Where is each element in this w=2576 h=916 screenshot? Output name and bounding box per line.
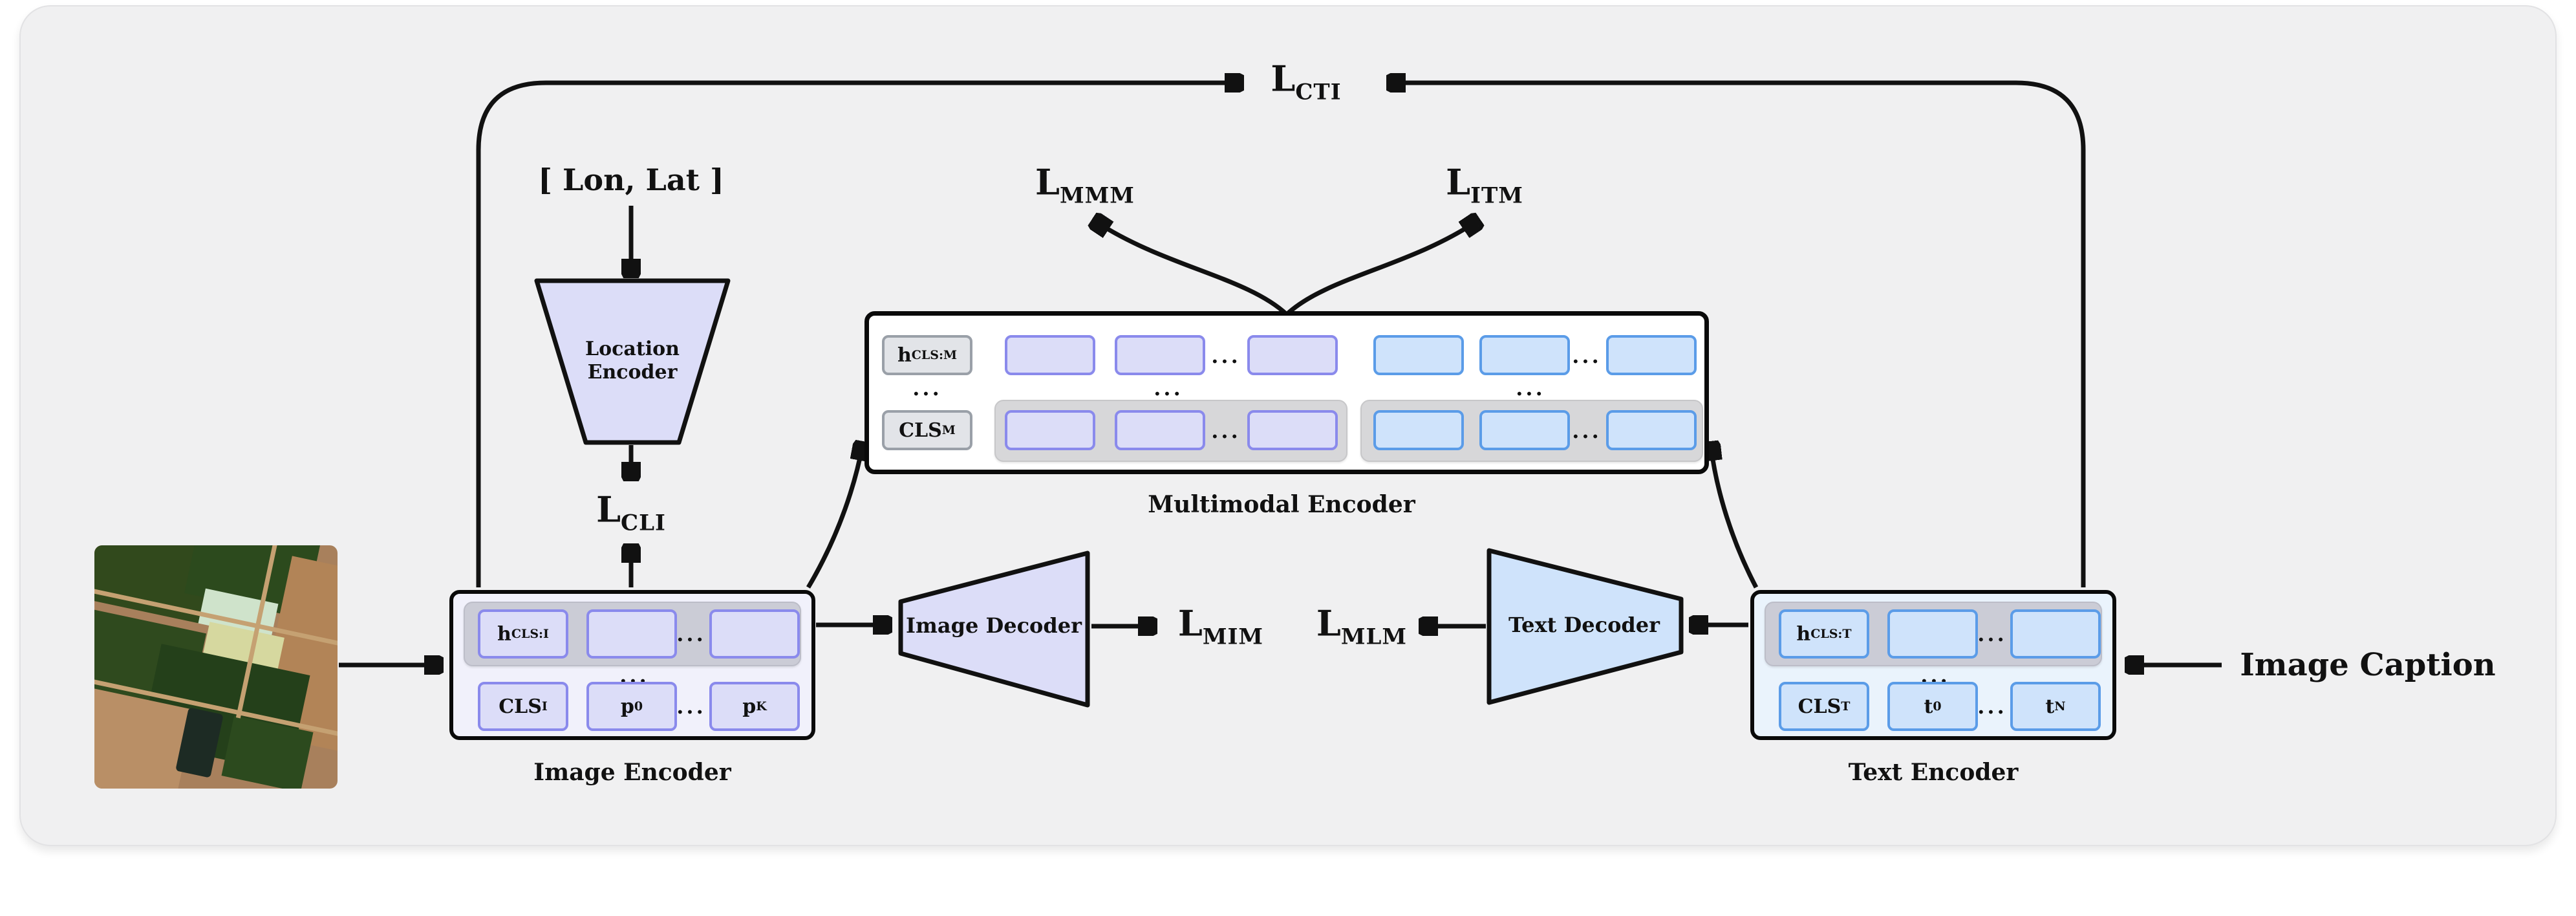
- arrow-multimodal-to-litm: [1285, 221, 1477, 316]
- arrow-textencoder-to-multimodal: [1711, 445, 1759, 589]
- ellipsis: ...: [912, 376, 942, 400]
- text-token: [1479, 410, 1570, 450]
- text-token: [1373, 410, 1464, 450]
- multimodal-encoder-label: Multimodal Encoder: [1148, 491, 1415, 518]
- loss-cti: LCTI: [1271, 58, 1342, 105]
- image-encoder-label: Image Encoder: [533, 759, 731, 786]
- text-encoder-label: Text Encoder: [1848, 759, 2019, 786]
- text-decoder-label: Text Decoder: [1508, 612, 1660, 637]
- satellite-image: [94, 545, 338, 789]
- text-token: [1479, 335, 1570, 375]
- image-token: [1005, 410, 1095, 450]
- arrow-imageencoder-to-lcti: [476, 83, 1240, 587]
- ellipsis: ...: [1977, 694, 2007, 719]
- text-token: [2010, 609, 2101, 659]
- loss-mmm: LMMM: [1035, 161, 1135, 209]
- image-token: [1115, 410, 1205, 450]
- ellipsis: ...: [1211, 419, 1241, 443]
- image-decoder: [898, 551, 1090, 708]
- image-token: [1005, 335, 1095, 375]
- ellipsis: ...: [1516, 376, 1545, 400]
- ellipsis: ...: [676, 622, 706, 646]
- image-token: [709, 609, 800, 659]
- text-token: [1606, 410, 1697, 450]
- ellipsis: ...: [1572, 419, 1602, 443]
- text-token: [1373, 335, 1464, 375]
- location-encoder-label: Location Encoder: [585, 338, 680, 384]
- loss-cli: LCLI: [596, 488, 666, 536]
- text-token: [1606, 335, 1697, 375]
- ellipsis: ...: [1977, 622, 2007, 646]
- location-encoder: [534, 278, 731, 445]
- arrow-textencoder-to-lcti: [1390, 83, 2086, 587]
- image-decoder-label: Image Decoder: [906, 613, 1082, 638]
- image-token: [586, 609, 677, 659]
- image-token: [1115, 335, 1205, 375]
- ellipsis: ...: [1211, 344, 1241, 368]
- image-token: [1247, 410, 1338, 450]
- loss-mim: LMIM: [1177, 602, 1264, 650]
- ellipsis: ...: [676, 694, 706, 719]
- arrow-imageencoder-to-multimodal: [806, 445, 863, 589]
- lon-lat-input-label: [ Lon, Lat ]: [538, 162, 724, 197]
- text-token: [1887, 609, 1978, 659]
- ellipsis: ...: [1572, 344, 1602, 368]
- loss-itm: LITM: [1446, 161, 1523, 209]
- ellipsis: ...: [1154, 376, 1183, 400]
- text-decoder: [1487, 548, 1684, 705]
- arrow-multimodal-to-lmmm: [1095, 221, 1289, 316]
- image-token: [1247, 335, 1338, 375]
- loss-mlm: LMLM: [1316, 602, 1408, 650]
- image-caption-label: Image Caption: [2240, 647, 2496, 683]
